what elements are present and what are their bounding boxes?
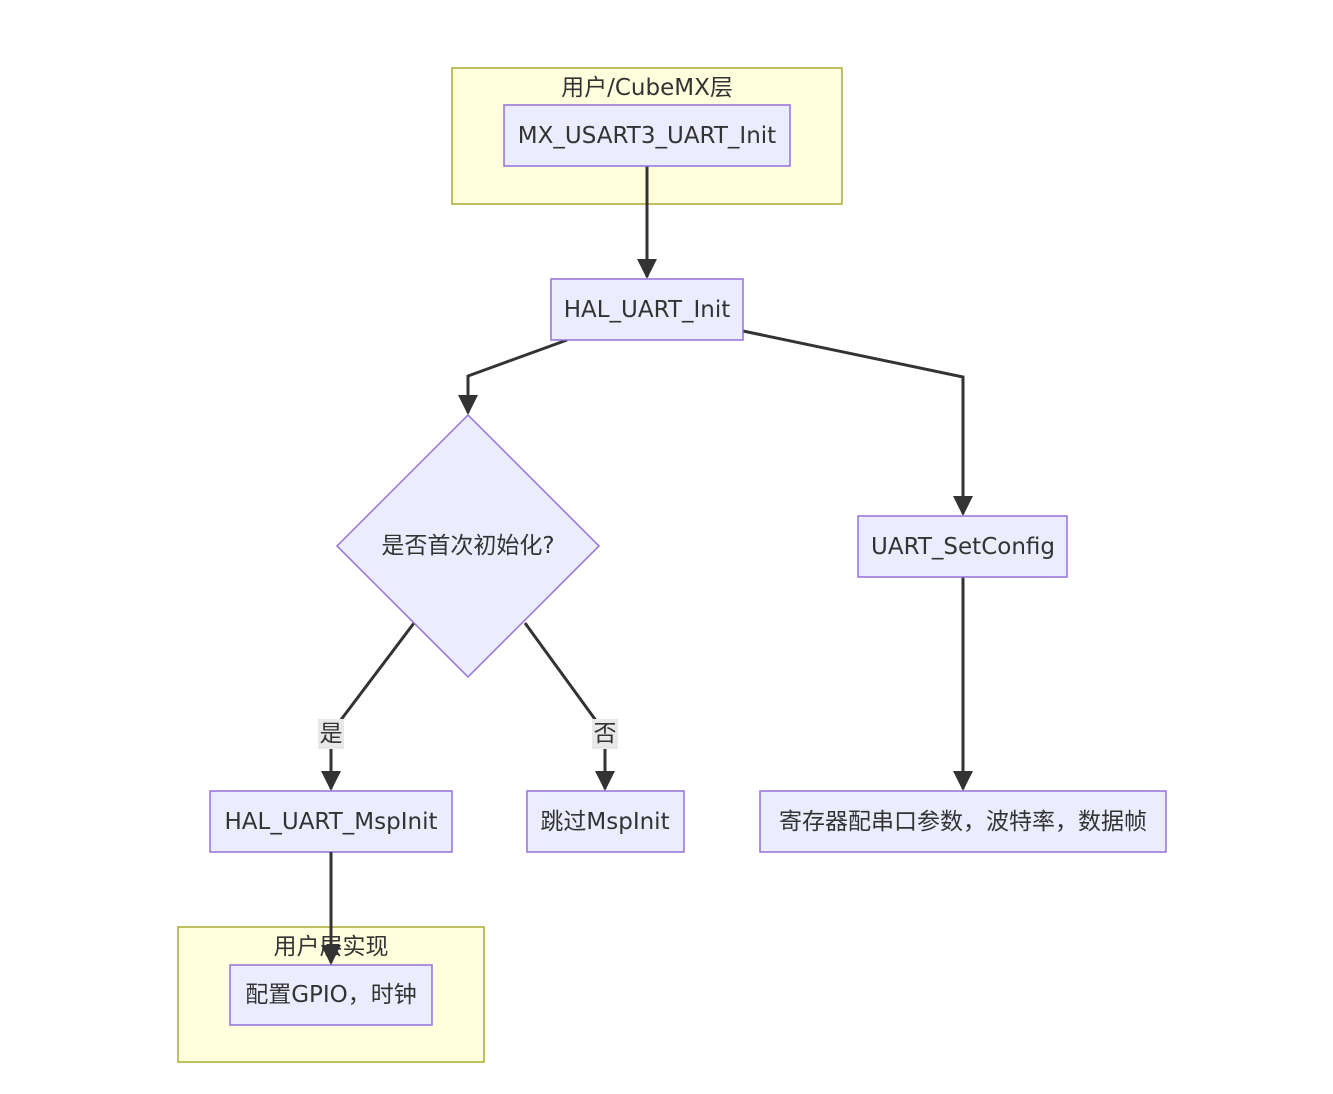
node-register-config-box[interactable] xyxy=(759,790,1167,853)
node-first-init-decision[interactable]: 是否首次初始化? xyxy=(335,413,601,679)
node-first-init-decision-shape[interactable] xyxy=(335,413,601,679)
node-mx-usart3-uart-init-box[interactable] xyxy=(503,104,791,167)
edge-label-yes: 是 xyxy=(318,719,344,749)
node-hal-uart-init[interactable]: HAL_UART_Init xyxy=(550,278,744,341)
node-mx-usart3-uart-init-label: MX_USART3_UART_Init xyxy=(518,123,776,149)
node-hal-uart-mspinit-box[interactable] xyxy=(209,790,453,853)
edge-label-yes-text: 是 xyxy=(320,721,343,747)
edge-label-no-text: 否 xyxy=(594,721,617,747)
node-hal-uart-init-box[interactable] xyxy=(550,278,744,341)
node-uart-setconfig[interactable]: UART_SetConfig xyxy=(857,515,1068,578)
edge-label-no-bg xyxy=(592,719,618,749)
edge-label-yes-bg xyxy=(318,719,344,749)
node-register-config-label: 寄存器配串口参数，波特率，数据帧 xyxy=(779,809,1147,835)
node-register-config[interactable]: 寄存器配串口参数，波特率，数据帧 xyxy=(759,790,1167,853)
node-mx-usart3-uart-init[interactable]: MX_USART3_UART_Init xyxy=(503,104,791,167)
edge-hal-to-decision xyxy=(458,338,568,415)
edge-decision-yes xyxy=(321,622,416,791)
node-hal-uart-mspinit-label: HAL_UART_MspInit xyxy=(225,809,438,835)
node-first-init-decision-label: 是否首次初始化? xyxy=(381,533,554,559)
edge-label-no: 否 xyxy=(592,719,618,749)
node-hal-uart-mspinit[interactable]: HAL_UART_MspInit xyxy=(209,790,453,853)
node-uart-setconfig-box[interactable] xyxy=(857,515,1068,578)
node-gpio-clock-config-label: 配置GPIO，时钟 xyxy=(245,982,417,1008)
node-skip-mspinit[interactable]: 跳过MspInit xyxy=(526,790,685,853)
node-hal-uart-init-label: HAL_UART_Init xyxy=(564,297,731,323)
cluster-user-cubemx-label: 用户/CubeMX层 xyxy=(561,75,733,101)
node-uart-setconfig-label: UART_SetConfig xyxy=(871,534,1055,560)
node-skip-mspinit-box[interactable] xyxy=(526,790,685,853)
node-gpio-clock-config-box[interactable] xyxy=(229,964,433,1026)
edge-decision-no xyxy=(523,622,615,791)
node-skip-mspinit-label: 跳过MspInit xyxy=(540,809,669,835)
edge-hal-to-setconfig xyxy=(742,329,973,516)
node-gpio-clock-config[interactable]: 配置GPIO，时钟 xyxy=(229,964,433,1026)
